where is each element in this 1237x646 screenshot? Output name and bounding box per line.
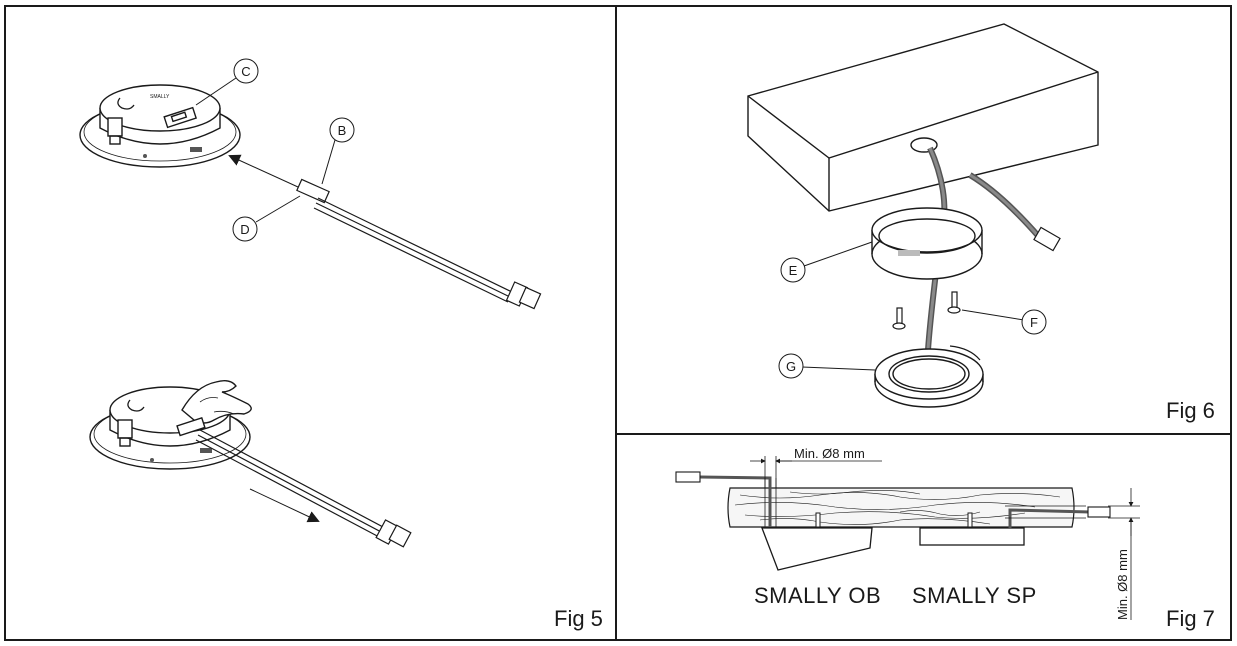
insert-direction-arrow [228, 154, 299, 188]
fig6-caption: Fig 6 [1166, 398, 1215, 423]
callout-f: F [1030, 315, 1038, 330]
callout-b-circle [329, 117, 355, 143]
callout-c: C [241, 64, 250, 79]
pull-direction-arrow [249, 488, 320, 523]
callout-d: D [240, 222, 249, 237]
fig6-panel: E F G Fig 6 [747, 23, 1215, 423]
hole-dimension-label: Min. Ø8 mm [794, 446, 865, 461]
callout-g-circle [778, 353, 804, 379]
callout-e: E [789, 263, 798, 278]
outer-border [4, 5, 1232, 641]
fig5-bottom-light-device [89, 379, 252, 470]
fig7-panel: Min. Ø8 mm SMALLY OB SMALLY SP Min. Ø8 m… [675, 446, 1215, 631]
fig5-cable-connector [296, 178, 542, 310]
side-dimension-label: Min. Ø8 mm [1115, 549, 1130, 620]
callout-f-circle [1021, 309, 1047, 335]
callout-e-circle [780, 257, 806, 283]
callout-g: G [786, 359, 796, 374]
fixing-screws [892, 291, 961, 330]
fig5-panel: SMALLY C B D [79, 58, 603, 631]
fig5-caption: Fig 5 [554, 606, 603, 631]
hole-dimension [750, 456, 882, 488]
fig7-screws [815, 512, 973, 528]
side-dimension [1108, 488, 1140, 620]
side-cable [1005, 505, 1111, 528]
callout-b: B [338, 123, 347, 138]
callout-c-circle [233, 58, 259, 84]
device-brand-text: SMALLY [150, 94, 170, 100]
callout-d-circle [232, 216, 258, 242]
fig5-top-light-device: SMALLY [79, 84, 241, 168]
smally-ob-label: SMALLY OB [754, 583, 881, 608]
fig5-bottom-cable [195, 429, 412, 548]
fig7-caption: Fig 7 [1166, 606, 1215, 631]
smally-sp-label: SMALLY SP [912, 583, 1037, 608]
wooden-board [727, 487, 1075, 528]
smally-sp-fixture [919, 527, 1025, 546]
mounting-board [747, 23, 1099, 212]
spot-light [874, 345, 984, 408]
mounting-ring [871, 207, 983, 280]
smally-ob-fixture [761, 527, 873, 571]
